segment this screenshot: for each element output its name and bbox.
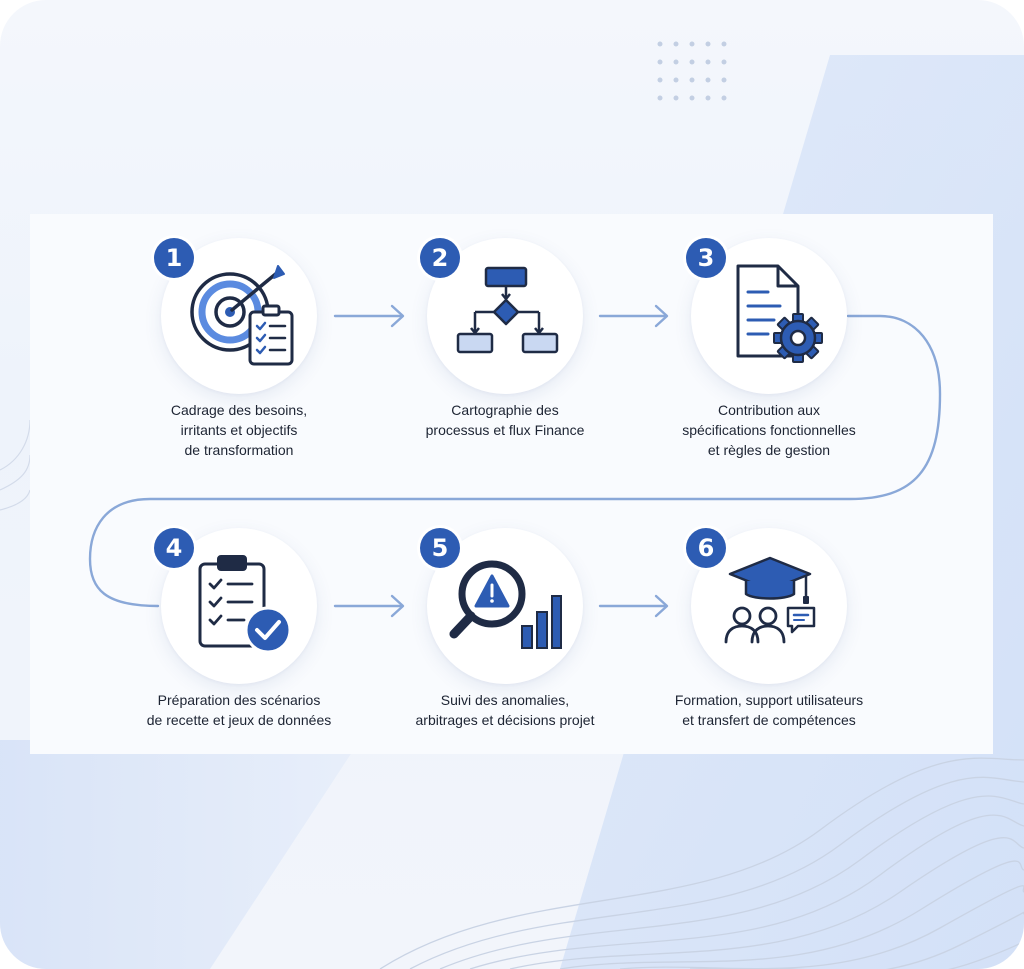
step-4-label-line-2: de recette et jeux de données xyxy=(146,712,332,728)
step-5-label: Suivi des anomalies, arbitrages et décis… xyxy=(385,690,625,730)
step-3-label-line-3: et règles de gestion xyxy=(707,442,831,458)
step-3-label-line-1: Contribution aux xyxy=(718,402,820,418)
step-5-label-line-1: Suivi des anomalies, xyxy=(440,692,570,708)
step-3-label: Contribution aux spécifications fonction… xyxy=(649,400,889,460)
step-4-label-line-1: Préparation des scénarios xyxy=(157,692,321,708)
background-blob-left xyxy=(0,740,360,969)
step-5-label-line-2: arbitrages et décisions projet xyxy=(415,712,595,728)
clipboard-check-icon xyxy=(198,555,292,654)
process-panel: 1 Cadrage des besoins, irritants et obje… xyxy=(30,214,993,754)
target-checklist-icon xyxy=(190,265,294,366)
dot-grid xyxy=(657,41,727,101)
step-1-label-line-3: de transformation xyxy=(184,442,294,458)
document-gear-icon xyxy=(736,264,823,363)
step-1-label-line-1: Cadrage des besoins, xyxy=(170,402,308,418)
arrow-4-5 xyxy=(333,594,405,618)
step-3-label-line-2: spécifications fonctionnelles xyxy=(682,422,856,438)
step-2-label: Cartographie des processus et flux Finan… xyxy=(385,400,625,440)
step-6-label-line-1: Formation, support utilisateurs xyxy=(674,692,864,708)
wave-lines-left xyxy=(0,419,31,511)
step-2-label-line-2: processus et flux Finance xyxy=(425,422,585,438)
step-6-label-line-2: et transfert de compétences xyxy=(682,712,856,728)
step-6-number: 6 xyxy=(686,528,726,568)
step-5-number: 5 xyxy=(420,528,460,568)
step-4-label: Préparation des scénarios de recette et … xyxy=(119,690,359,730)
step-3-number: 3 xyxy=(686,238,726,278)
step-2-label-line-1: Cartographie des xyxy=(451,402,559,418)
arrow-5-6 xyxy=(598,594,669,618)
magnifier-alert-chart-icon xyxy=(449,560,562,649)
step-6-label: Formation, support utilisateurs et trans… xyxy=(649,690,889,730)
step-1-number: 1 xyxy=(154,238,194,278)
step-1-label-line-2: irritants et objectifs xyxy=(180,422,298,438)
step-2-number: 2 xyxy=(420,238,460,278)
arrow-1-2 xyxy=(333,304,405,328)
arrow-2-3 xyxy=(598,304,669,328)
flowchart-icon xyxy=(456,266,559,354)
step-4-number: 4 xyxy=(154,528,194,568)
graduation-users-icon xyxy=(724,556,816,644)
step-1-label: Cadrage des besoins, irritants et object… xyxy=(119,400,359,460)
